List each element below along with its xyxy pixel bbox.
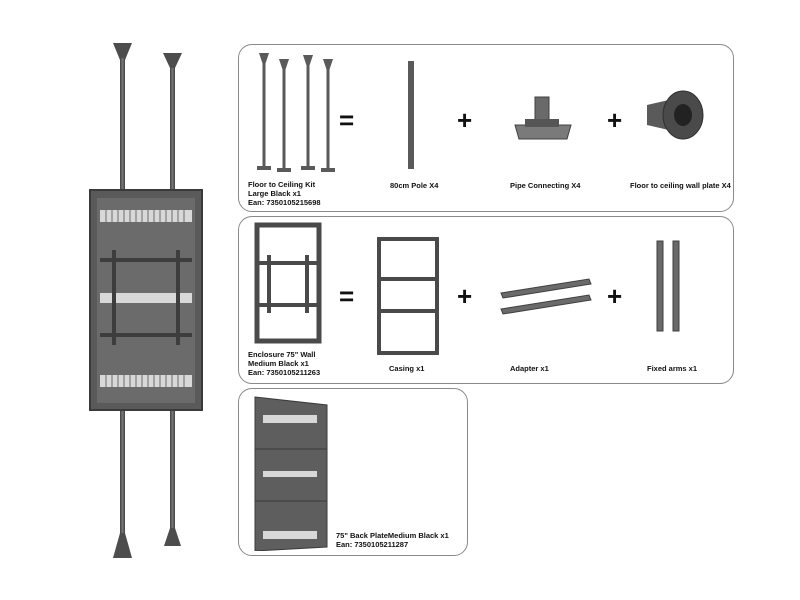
plus-sign: + bbox=[457, 281, 473, 311]
pole-label: 80cm Pole X4 bbox=[390, 181, 439, 190]
fixed-arms-icon bbox=[653, 239, 683, 333]
plus-sign: + bbox=[607, 281, 623, 311]
back-plate-icon bbox=[251, 393, 331, 551]
casing-icon bbox=[375, 235, 441, 357]
enclosure-product-name: Enclosure 75" Wall bbox=[248, 350, 316, 359]
enclosure-frame-icon bbox=[253, 221, 323, 345]
adapter-rails-icon bbox=[499, 275, 593, 317]
back-plate-product-name: 75" Back PlateMedium Black x1 bbox=[336, 531, 449, 540]
wall-plate-icon bbox=[643, 85, 707, 149]
fixed-arms-label: Fixed arms x1 bbox=[647, 364, 698, 373]
equals-sign: = bbox=[339, 105, 355, 135]
plus-sign: + bbox=[457, 105, 473, 135]
kit-panel: Floor to Ceiling Kit Large Black x1 Ean:… bbox=[238, 44, 734, 212]
back-plate-product-ean: Ean: 7350105211287 bbox=[336, 540, 409, 549]
casing-label: Casing x1 bbox=[389, 364, 425, 373]
back-plate-panel: 75" Back PlateMedium Black x1 Ean: 73501… bbox=[238, 388, 468, 556]
adapter-label: Adapter x1 bbox=[510, 364, 549, 373]
enclosure-product-variant: Medium Black x1 bbox=[248, 359, 309, 368]
kit-poles-icon bbox=[247, 51, 343, 177]
enclosure-panel: Enclosure 75" Wall Medium Black x1 Ean: … bbox=[238, 216, 734, 384]
pipe-connector-icon bbox=[511, 95, 575, 153]
kit-product-ean: Ean: 7350105215698 bbox=[248, 198, 321, 207]
wall-plate-label: Floor to ceiling wall plate X4 bbox=[630, 181, 731, 190]
enclosure-product-ean: Ean: 7350105211263 bbox=[248, 368, 321, 377]
assembled-unit-illustration bbox=[80, 38, 220, 563]
plus-sign: + bbox=[607, 105, 623, 135]
pipe-connector-label: Pipe Connecting X4 bbox=[510, 181, 581, 190]
pole-icon bbox=[405, 59, 417, 171]
kit-product-name: Floor to Ceiling Kit bbox=[248, 180, 316, 189]
equals-sign: = bbox=[339, 281, 355, 311]
kit-product-variant: Large Black x1 bbox=[248, 189, 301, 198]
